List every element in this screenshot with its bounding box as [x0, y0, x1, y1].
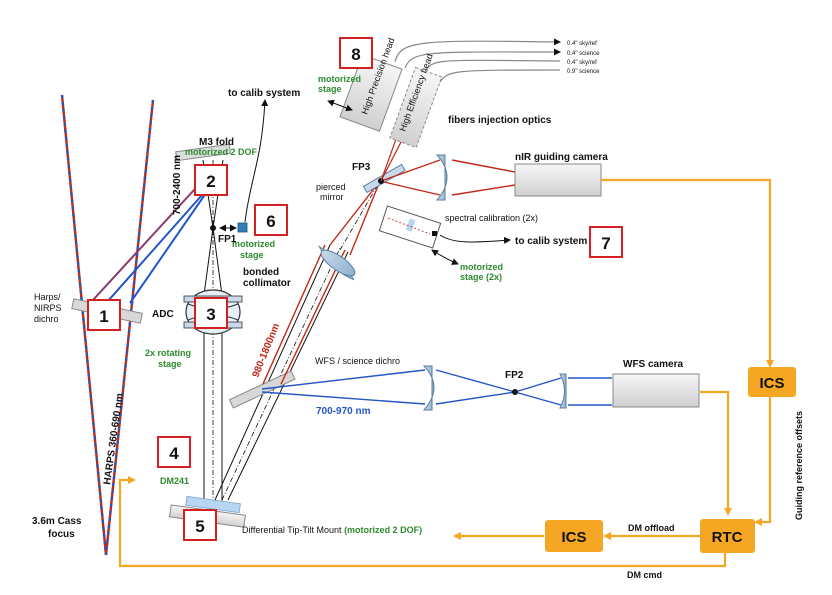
fiber-1-label: 0.4" sky/ref: [567, 41, 597, 47]
wfs-lenslet: [559, 373, 567, 409]
marker-3: [194, 297, 228, 329]
dm-cmd-label: DM cmd: [627, 570, 662, 580]
harps-dichro-line2: NIRPS: [34, 303, 62, 313]
red-beam-to-fp3: [262, 180, 381, 385]
marker-1-label: 1: [99, 307, 108, 326]
guiding-offsets-label: Guiding reference offsets: [794, 411, 804, 520]
marker-8: [339, 37, 373, 69]
ics-right-box: [748, 367, 796, 397]
marker-7-label: 7: [601, 234, 610, 253]
m3-fold-label: M3 fold: [199, 137, 234, 148]
bonded-collimator-line1: bonded: [243, 267, 279, 278]
calib-link-top: [244, 99, 269, 223]
markers: [87, 37, 623, 541]
to-calib-top-label: to calib system: [228, 88, 300, 99]
relay-lens-body: [320, 249, 356, 277]
tip-tilt-mount-label: Differential Tip-Tilt Mount (motorized 2…: [242, 525, 422, 535]
marker-4: [157, 436, 191, 468]
cass-focus-line1: 3.6m Cass: [32, 516, 82, 527]
motorized-stage-7-line2: stage (2x): [460, 272, 502, 282]
marker-4-label: 4: [169, 444, 179, 463]
rotating-stage-line1: 2x rotating: [145, 348, 191, 358]
cass-focus-line2: focus: [48, 529, 75, 540]
adc-label: ADC: [152, 309, 174, 320]
fibers-injection-label: fibers injection optics: [448, 115, 552, 126]
harps-band-label: HARPS 360-690 nm: [102, 392, 126, 485]
fp1-stage-block: [237, 222, 248, 233]
motorized-stage-7-line1: motorized: [460, 262, 503, 272]
wfs-camera-box: [612, 373, 700, 408]
marker-2: [194, 164, 228, 196]
fp2-label: FP2: [505, 370, 524, 381]
fiber-3-label: 0.4" sky/ref: [567, 60, 597, 66]
blue-beam-to-wfs: [261, 369, 612, 406]
to-calib-mid-label: to calib system: [515, 236, 587, 247]
rtc-box: [700, 519, 755, 553]
motorized-stage-8-line2: stage: [318, 84, 342, 94]
rtc-label: RTC: [712, 529, 743, 546]
motorized-stage-8-line1: motorized: [318, 74, 361, 84]
ics-bottom-box: [545, 520, 603, 552]
marker-6: [254, 204, 288, 236]
marker-5-label: 5: [195, 517, 204, 536]
marker-8-label: 8: [351, 45, 360, 64]
motorized-stage-6-line1: motorized: [232, 239, 275, 249]
dm241-label: DM241: [160, 476, 189, 486]
fp3-label: FP3: [352, 162, 371, 173]
wfs-dichro-label: WFS / science dichro: [315, 356, 400, 366]
motorized-stage-6-line2: stage: [240, 250, 264, 260]
harps-dichro-line1: Harps/: [34, 292, 61, 302]
pierced-mirror-line1: pierced: [316, 182, 346, 192]
marker-2-label: 2: [206, 172, 215, 191]
rotating-stage-line2: stage: [158, 359, 182, 369]
telescope-beam: [60, 94, 155, 556]
calib-link-mid: [439, 234, 511, 244]
ics-to-rtc-path: [754, 397, 772, 526]
fp1-label: FP1: [218, 234, 237, 245]
high-efficiency-head: [389, 66, 443, 149]
nir-camera-label: nIR guiding camera: [515, 152, 608, 163]
marker-6-label: 6: [266, 212, 275, 231]
wfs-collimator-lens: [422, 365, 435, 411]
wfs-camera-label: WFS camera: [623, 359, 683, 370]
fiber-heads: [339, 54, 443, 149]
m3-fold-mirror: [175, 143, 231, 162]
fp2-focal-point: [512, 389, 518, 395]
band-700-2400-label: 700-2400 nm: [172, 155, 183, 215]
ics-bottom-label: ICS: [561, 529, 586, 546]
fiber-4-label: 0.9" science: [567, 69, 600, 75]
fp1-focal-point: [210, 225, 216, 231]
marker-3-label: 3: [206, 305, 215, 324]
dm241-mirror: [185, 495, 241, 514]
nir-lens: [435, 154, 448, 201]
fibers: [394, 38, 561, 83]
control-signal-paths: [118, 178, 774, 568]
dm-offload-label: DM offload: [628, 523, 675, 533]
spectral-calibration-box: [378, 205, 442, 249]
m3-motor-label: motorized 2 DOF: [185, 147, 258, 157]
harps-dichro-line3: dichro: [34, 314, 59, 324]
bonded-collimator-line2: collimator: [243, 278, 291, 289]
fiber-2-label: 0.4" science: [567, 51, 600, 57]
dichro-to-m3-beams: [92, 177, 216, 311]
high-precision-head: [339, 54, 403, 132]
ics-right-label: ICS: [759, 375, 784, 392]
band-700-970-label: 700-970 nm: [316, 406, 371, 417]
marker-7: [589, 226, 623, 258]
nir-camera-box: [514, 163, 602, 197]
pierced-mirror-line2: mirror: [320, 192, 344, 202]
marker-1: [87, 299, 121, 331]
marker-5: [183, 509, 217, 541]
spectral-calib-label: spectral calibration (2x): [445, 213, 538, 223]
